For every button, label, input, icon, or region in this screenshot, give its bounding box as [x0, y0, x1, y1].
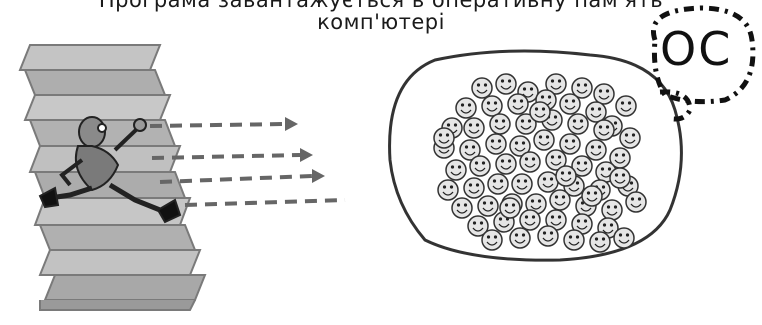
- smiley-face-icon: [485, 133, 507, 155]
- smiley-face-icon: [549, 189, 571, 211]
- smiley-face-icon: [481, 229, 503, 251]
- smiley-face-icon: [625, 191, 647, 213]
- smiley-face-icon: [529, 101, 551, 123]
- smiley-face-icon: [463, 177, 485, 199]
- smiley-face-icon: [433, 127, 455, 149]
- smiley-face-icon: [593, 83, 615, 105]
- smiley-face-icon: [555, 165, 577, 187]
- smiley-face-icon: [581, 185, 603, 207]
- smiley-face-icon: [545, 149, 567, 171]
- memory-area-outline: [388, 49, 683, 262]
- smiley-face-icon: [437, 179, 459, 201]
- arrow-1: [149, 122, 286, 128]
- smiley-face-icon: [477, 195, 499, 217]
- smiley-face-icon: [537, 171, 559, 193]
- smiley-face-icon: [451, 197, 473, 219]
- smiley-face-icon: [469, 155, 491, 177]
- arrow-heads: [285, 117, 325, 183]
- smiley-face-icon: [495, 73, 517, 95]
- smiley-face-icon: [525, 193, 547, 215]
- running-man-icon: [38, 116, 182, 224]
- smiley-face-icon: [459, 139, 481, 161]
- smiley-face-icon: [509, 227, 531, 249]
- smiley-face-icon: [609, 167, 631, 189]
- smiley-face-icon: [519, 209, 541, 231]
- smiley-face-icon: [563, 229, 585, 251]
- smiley-face-icon: [481, 95, 503, 117]
- smiley-face-icon: [515, 113, 537, 135]
- smiley-face-icon: [545, 73, 567, 95]
- smiley-face-icon: [615, 95, 637, 117]
- smiley-face-icon: [455, 97, 477, 119]
- smiley-face-icon: [511, 173, 533, 195]
- os-label: ОС: [660, 22, 733, 76]
- smiley-face-icon: [613, 227, 635, 249]
- arrow-3: [159, 174, 313, 184]
- smiley-face-icon: [519, 151, 541, 173]
- smiley-face-icon: [463, 117, 485, 139]
- arrow-2: [151, 153, 301, 160]
- arrow-4: [184, 198, 346, 207]
- smiley-face-icon: [533, 129, 555, 151]
- caption-line-2: комп'ютері: [317, 10, 445, 34]
- smiley-face-icon: [507, 93, 529, 115]
- smiley-face-icon: [445, 159, 467, 181]
- smiley-face-icon: [487, 173, 509, 195]
- smiley-face-icon: [619, 127, 641, 149]
- smiley-face-icon: [559, 133, 581, 155]
- os-hook: [659, 89, 693, 122]
- smiley-group: [433, 73, 647, 253]
- smiley-face-icon: [567, 113, 589, 135]
- smiley-face-icon: [495, 153, 517, 175]
- smiley-face-icon: [585, 139, 607, 161]
- smiley-face-icon: [571, 155, 593, 177]
- caption-line-1: Програма завантажується в оперативну пам…: [98, 0, 664, 12]
- stack-of-books-icon: [18, 44, 207, 311]
- smiley-face-icon: [537, 225, 559, 247]
- smiley-face-icon: [471, 77, 493, 99]
- smiley-face-icon: [585, 101, 607, 123]
- load-arrows: [149, 122, 346, 207]
- smiley-face-icon: [499, 197, 521, 219]
- smiley-face-icon: [559, 93, 581, 115]
- smiley-face-icon: [601, 199, 623, 221]
- smiley-face-icon: [571, 77, 593, 99]
- smiley-face-icon: [589, 231, 611, 253]
- smiley-face-icon: [509, 135, 531, 157]
- smiley-face-icon: [545, 209, 567, 231]
- smiley-face-icon: [489, 113, 511, 135]
- smiley-face-icon: [467, 215, 489, 237]
- smiley-face-icon: [593, 119, 615, 141]
